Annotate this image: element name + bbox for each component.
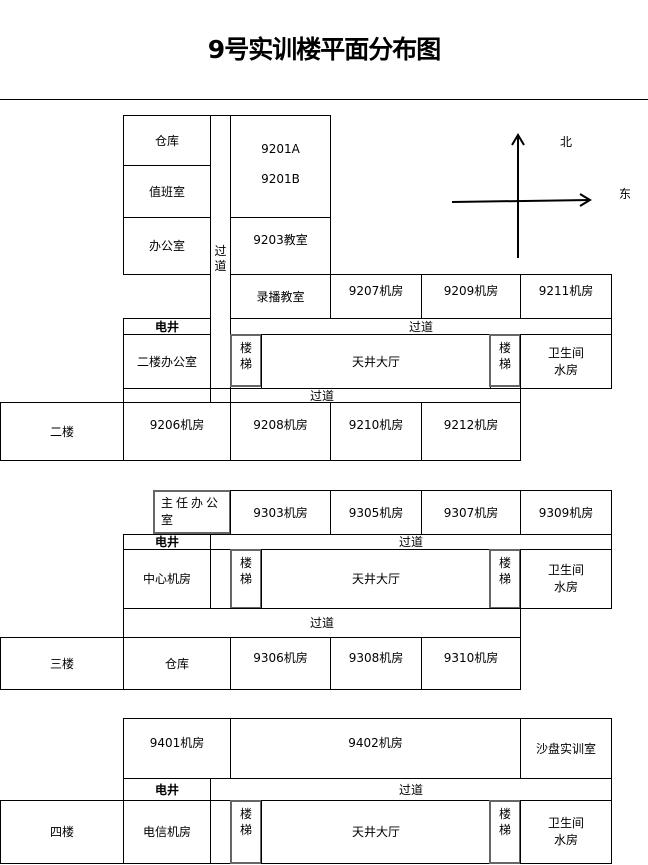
compass-north: 北 — [560, 135, 573, 149]
corridor-top-4f: 过道 — [210, 778, 612, 801]
room-9307: 9307机房 — [421, 490, 521, 535]
corridor-top-3f: 过道 — [210, 534, 612, 550]
stairs-char: 楼 — [498, 807, 511, 821]
corridor-gap-4f — [210, 800, 231, 864]
corridor-vertical-2f: 过 道 — [210, 115, 231, 403]
room-wc-2f: 卫生间水房 — [520, 334, 612, 389]
room-9211: 9211机房 — [520, 274, 612, 319]
room-9308: 9308机房 — [330, 637, 422, 690]
stairs-char: 梯 — [239, 357, 252, 371]
room-wc-3f: 卫生间水房 — [520, 549, 612, 609]
stairs-char: 梯 — [239, 572, 252, 586]
room-9201b-label: 9201B — [261, 172, 300, 186]
room-9206: 9206机房 — [123, 402, 231, 461]
corridor-bottom-2f: 过道 — [123, 388, 521, 403]
room-9207: 9207机房 — [330, 274, 422, 319]
atrium-3f: 天井大厅 — [261, 549, 491, 609]
stairs-left-3f: 楼梯 — [230, 549, 262, 609]
stairs-char: 梯 — [498, 823, 511, 837]
floor-label-3f: 三楼 — [0, 637, 124, 690]
wc-label: 卫生间 — [547, 563, 584, 577]
stairs-right-3f: 楼梯 — [489, 549, 521, 609]
floor-label-2f: 二楼 — [0, 402, 124, 461]
room-9401: 9401机房 — [123, 718, 231, 779]
stairs-char: 梯 — [498, 357, 511, 371]
stairs-left-2f: 楼梯 — [230, 334, 262, 387]
room-9306: 9306机房 — [230, 637, 331, 690]
room-telecom: 电信机房 — [123, 800, 211, 864]
corridor-char: 过 — [214, 244, 227, 258]
room-9210: 9210机房 — [330, 402, 422, 461]
corridor-char: 道 — [214, 259, 227, 273]
compass-east: 东 — [619, 187, 632, 201]
shaft-2f: 电井 — [123, 318, 211, 335]
room-recording: 录播教室 — [230, 274, 331, 319]
corridor-bottom-3f: 过道 — [123, 608, 521, 638]
room-9212: 9212机房 — [421, 402, 521, 461]
room-center: 中心机房 — [123, 549, 211, 609]
room-9209: 9209机房 — [421, 274, 521, 319]
water-room-label: 水房 — [553, 362, 578, 377]
stairs-char: 梯 — [239, 823, 252, 837]
room-9309: 9309机房 — [520, 490, 612, 535]
room-storage-3f: 仓库 — [123, 637, 231, 690]
compass-arrows-icon — [451, 133, 592, 258]
room-director-office: 主任办公室 — [153, 490, 231, 534]
page-title: 9号实训楼平面分布图 — [207, 35, 441, 64]
floor-label-4f: 四楼 — [0, 800, 124, 864]
room-wc-4f: 卫生间水房 — [520, 800, 612, 864]
room-9305: 9305机房 — [330, 490, 422, 535]
room-storage-2f: 仓库 — [123, 115, 211, 166]
shaft-3f: 电井 — [123, 534, 211, 550]
wc-label: 卫生间 — [547, 816, 584, 830]
room-9402: 9402机房 — [230, 718, 521, 779]
stairs-char: 楼 — [239, 556, 252, 570]
room-office-2f: 办公室 — [123, 217, 211, 275]
water-room-label: 水房 — [553, 833, 578, 847]
room-duty-2f: 值班室 — [123, 165, 211, 218]
stairs-char: 楼 — [498, 341, 511, 355]
corridor-top-2f: 过道 — [230, 318, 612, 335]
stairs-char: 梯 — [498, 572, 511, 586]
room-9201a-label: 9201A — [261, 142, 300, 156]
stairs-char: 楼 — [239, 807, 252, 821]
room-9310: 9310机房 — [421, 637, 521, 690]
wc-label: 卫生间 — [547, 345, 584, 360]
stairs-char: 楼 — [498, 556, 511, 570]
water-room-label: 水房 — [553, 580, 578, 594]
stairs-char: 楼 — [239, 341, 252, 355]
stairs-right-4f: 楼梯 — [489, 800, 521, 864]
shaft-4f: 电井 — [123, 778, 211, 801]
room-sandtable: 沙盘实训室 — [520, 718, 612, 779]
stairs-left-4f: 楼梯 — [230, 800, 262, 864]
room-9208: 9208机房 — [230, 402, 331, 461]
stairs-right-2f: 楼梯 — [489, 334, 521, 387]
room-9201: 9201A 9201B — [230, 115, 331, 218]
room-floor-office: 二楼办公室 — [123, 334, 211, 389]
title-divider — [0, 99, 648, 100]
atrium-4f: 天井大厅 — [261, 800, 491, 864]
atrium-2f: 天井大厅 — [261, 334, 491, 389]
room-9303: 9303机房 — [230, 490, 331, 535]
room-9203: 9203教室 — [230, 217, 331, 275]
